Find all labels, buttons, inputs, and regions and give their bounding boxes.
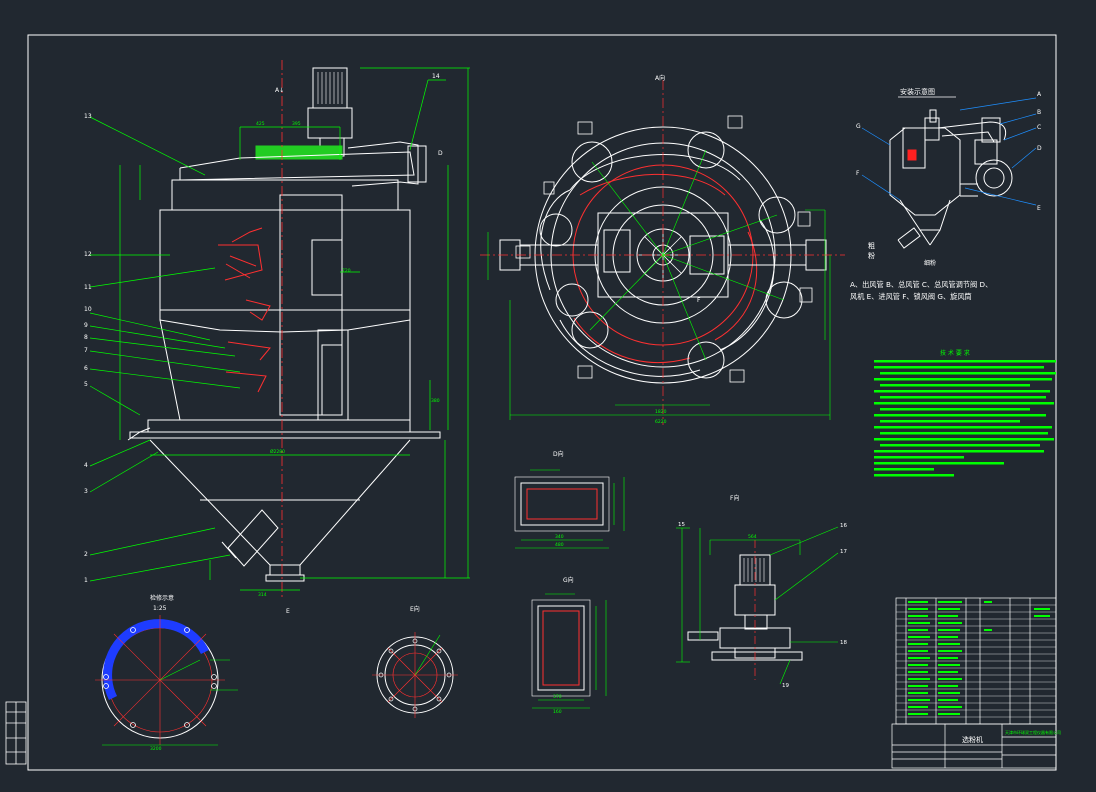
dim-6220: 6220 (655, 419, 667, 425)
part-15: 15 (678, 522, 685, 528)
install-letter-a: A (1037, 91, 1042, 98)
e-view-title: E向 (410, 605, 420, 613)
top-view-title: A向 (655, 74, 665, 82)
section-view: 检修示意 1:25 3200 (95, 594, 238, 752)
arrow-e-label: E (286, 608, 290, 615)
part-5: 5 (84, 381, 88, 388)
install-letter-e: E (1037, 205, 1041, 212)
install-legend-2: 风机 E、进风管 F、锁风阀 G、旋风筒 (850, 292, 972, 301)
part-14: 14 (432, 73, 440, 80)
title-block-company: 天津市环球双工程仪器有限公司 (1005, 729, 1061, 735)
g-dim-370: 370 (553, 694, 562, 700)
g-view: G向 370 160 (531, 576, 607, 715)
part-18: 18 (840, 640, 847, 646)
d-dim-480: 480 (555, 542, 564, 548)
install-letter-c: C (1037, 124, 1041, 131)
part-16: 16 (840, 523, 847, 529)
part-17: 17 (840, 549, 847, 555)
part-13: 13 (84, 113, 92, 120)
g-dim-160: 160 (553, 709, 562, 715)
section-title: 检修示意 (150, 594, 174, 602)
install-letter-g: G (856, 123, 861, 130)
install-letter-f: F (856, 170, 860, 177)
arrow-f-label: F (697, 297, 701, 304)
left-strip (5, 701, 27, 765)
part-8: 8 (84, 334, 88, 341)
install-coarse: 粗 (868, 241, 875, 250)
install-legend-1: A、出风管 B、总风管 C、总风管调节阀 D、 (850, 280, 992, 289)
install-fine: 细粉 (924, 259, 936, 267)
outer-frame (27, 34, 1057, 771)
part-11: 11 (84, 284, 92, 291)
tech-title: 技 术 要 求 (940, 349, 970, 357)
top-view: A向 F 6220 1820 (480, 74, 845, 425)
part-4: 4 (84, 462, 88, 469)
install-diagram: 安装示意图 A B C (850, 87, 1042, 301)
part-9: 9 (84, 322, 88, 329)
f-view-title: F向 (730, 494, 739, 502)
install-letter-b: B (1037, 109, 1041, 116)
d-view: D向 340 480 (514, 450, 625, 549)
parts-list (895, 597, 1057, 725)
tech-requirements: 技 术 要 求 (874, 349, 1056, 477)
part-2: 2 (84, 551, 88, 558)
part-19: 19 (782, 683, 789, 689)
dim-2280: Ø2280 (270, 448, 285, 455)
d-view-title: D向 (553, 450, 564, 458)
dim-720: 720 (342, 268, 351, 274)
dim-425: 425 (256, 121, 265, 127)
title-block-name: 选粉机 (962, 735, 983, 744)
front-view: 13 12 11 10 9 8 7 6 5 4 3 2 1 14 A↓ E D … (84, 60, 470, 615)
install-letter-d: D (1037, 145, 1042, 152)
part-3: 3 (84, 488, 88, 495)
parts-list-text (908, 601, 1050, 715)
part-6: 6 (84, 365, 88, 372)
dim-314: 314 (258, 592, 267, 598)
dim-395: 395 (292, 121, 301, 127)
section-dim-3200: 3200 (150, 746, 162, 752)
dim-1820: 1820 (655, 409, 667, 415)
arrow-a-label: A↓ (275, 87, 284, 94)
f-dim-564: 564 (748, 534, 757, 540)
install-title: 安装示意图 (900, 87, 935, 96)
section-scale: 1:25 (153, 605, 167, 612)
green-plate (255, 145, 343, 160)
d-dim-340: 340 (555, 534, 564, 540)
svg-text:粉: 粉 (868, 251, 875, 260)
part-7: 7 (84, 347, 88, 354)
part-1: 1 (84, 577, 88, 584)
e-view: E向 (372, 605, 458, 718)
g-view-title: G向 (563, 576, 574, 584)
dim-380: 380 (431, 398, 440, 404)
arrow-d-label: D (438, 150, 443, 157)
part-10: 10 (84, 306, 92, 313)
f-view: F向 15 16 17 1 (676, 494, 847, 689)
title-block (891, 723, 1057, 769)
part-12: 12 (84, 251, 92, 258)
